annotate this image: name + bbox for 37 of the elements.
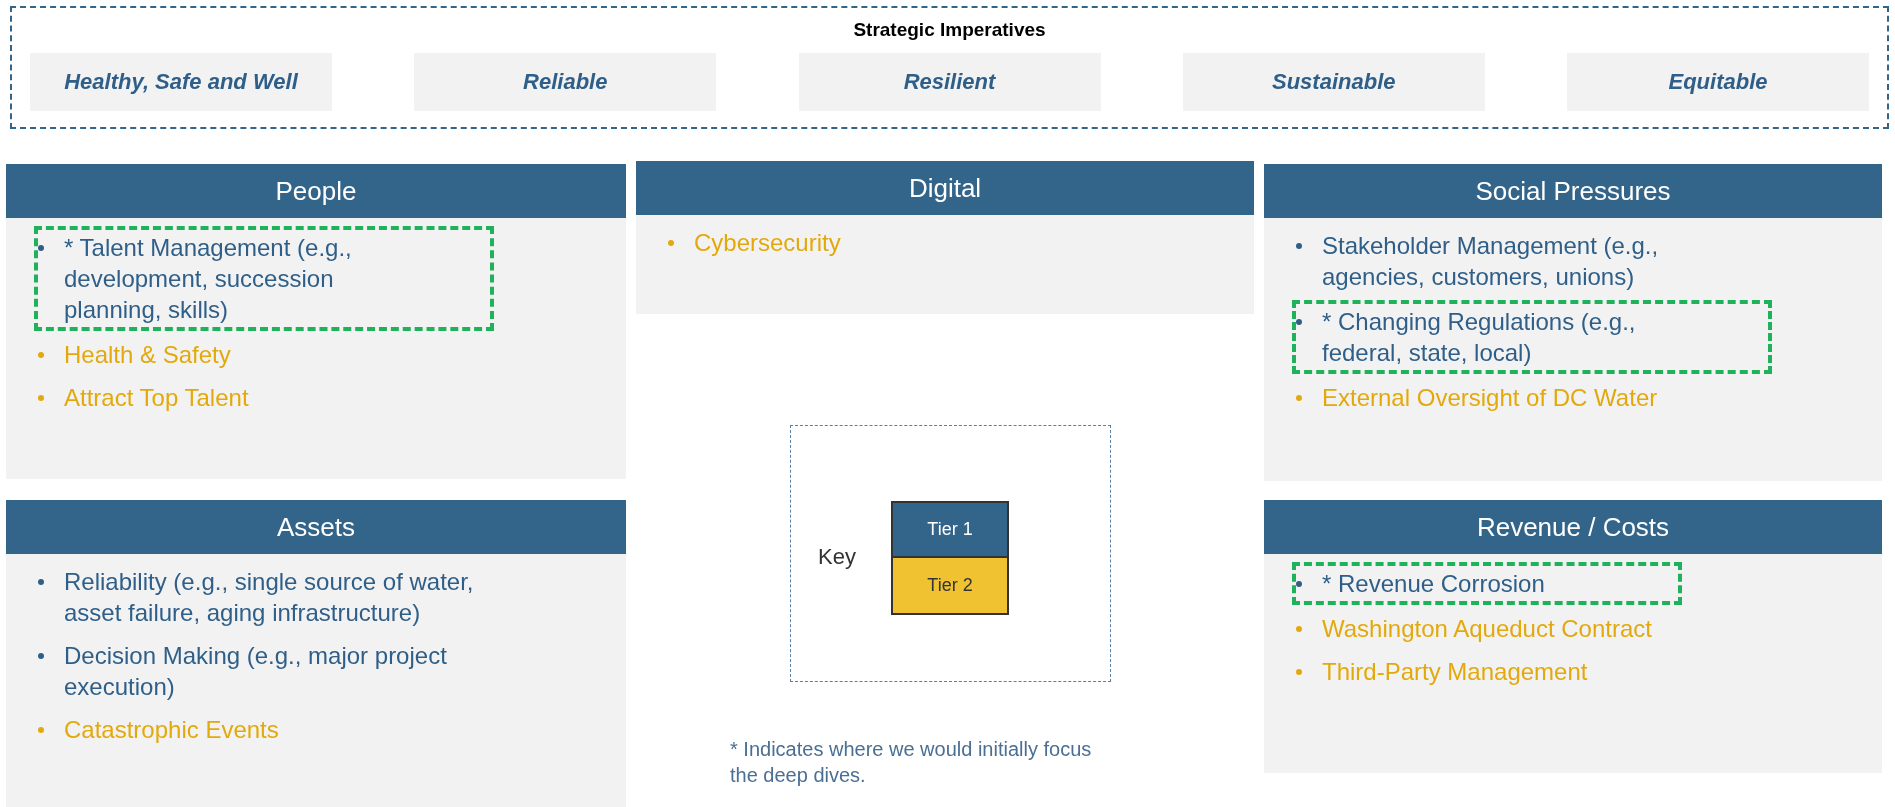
item-text: Stakeholder Management (e.g., agencies, customers, unions) [1322, 231, 1660, 292]
category-panel [6, 164, 626, 479]
item-text: * Changing Regulations (e.g., federal, state, local) [1322, 307, 1637, 368]
category-panel [1264, 500, 1882, 773]
imperative-box: Resilient [798, 52, 1101, 111]
category-panel [636, 161, 1254, 314]
item-text: * Revenue Corrosion [1322, 569, 1545, 599]
category-panel [1264, 164, 1882, 481]
panel-header: Social Pressures [1264, 164, 1882, 218]
panel-header: Digital [636, 161, 1254, 215]
highlighted-item [1292, 562, 1682, 605]
imperative-box: Equitable [1567, 52, 1869, 111]
legend-swatch: Tier 1 [893, 503, 1007, 558]
panel-header: Revenue / Costs [1264, 500, 1882, 554]
item-text: Decision Making (e.g., major project execution) [64, 641, 448, 702]
legend-swatch: Tier 2 [893, 558, 1007, 613]
item-text: Third-Party Management [1322, 657, 1588, 687]
key-label: Key [818, 543, 856, 571]
category-panel [6, 500, 626, 807]
item-text: Health & Safety [64, 340, 231, 370]
frame-title: Strategic Imperatives [853, 18, 1046, 42]
highlighted-item [1292, 300, 1772, 374]
imperative-box: Reliable [414, 52, 717, 111]
highlighted-item [34, 226, 494, 331]
item-text: * Talent Management (e.g., development, succession planning, skills) [64, 233, 353, 325]
item-text: Washington Aqueduct Contract [1322, 614, 1652, 644]
imperative-box: Sustainable [1182, 52, 1485, 111]
imperatives-frame [10, 6, 1889, 129]
panel-header: People [6, 164, 626, 218]
footnote: * Indicates where we would initially focus the deep dives. [730, 737, 1093, 788]
item-text: Cybersecurity [694, 228, 841, 258]
item-text: Attract Top Talent [64, 383, 249, 413]
item-text: Reliability (e.g., single source of water, asset failure, aging infrastructure) [64, 567, 475, 628]
panel-header: Assets [6, 500, 626, 554]
item-text: Catastrophic Events [64, 715, 279, 745]
item-text: External Oversight of DC Water [1322, 383, 1658, 413]
imperative-box: Healthy, Safe and Well [30, 52, 332, 111]
